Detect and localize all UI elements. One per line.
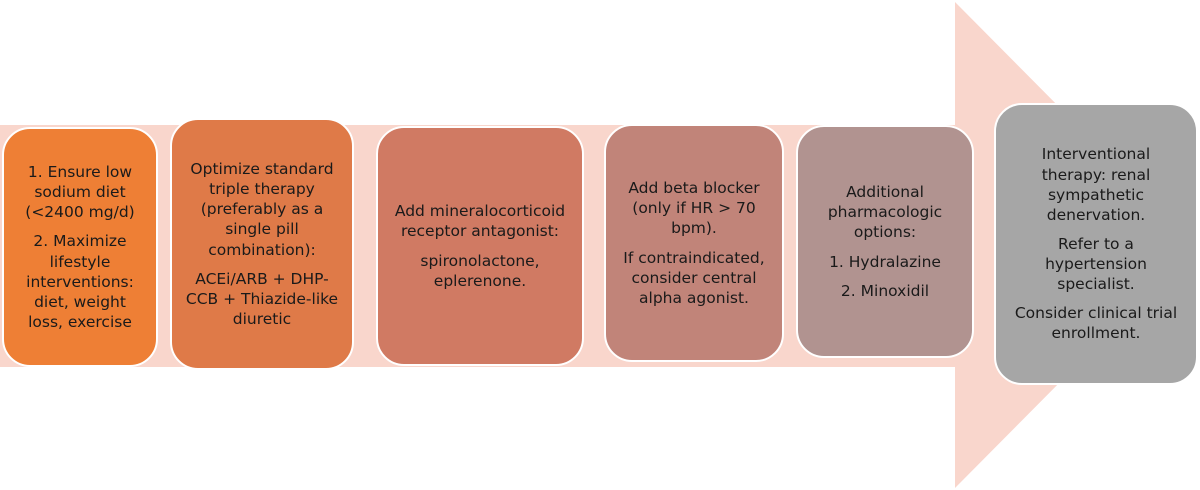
step-3-mra: Add mineralocorticoid receptor antagonis… (376, 126, 584, 366)
step-4-beta-blocker: Add beta blocker (only if HR > 70 bpm). … (604, 124, 784, 362)
step-2-triple-therapy: Optimize standard triple therapy (prefer… (170, 118, 354, 370)
step-1-text-1: 1. Ensure low sodium diet (<2400 mg/d) (25, 162, 135, 222)
step-4-text-1: Add beta blocker (only if HR > 70 bpm). (628, 179, 760, 238)
step-5-text-2: 1. Hydralazine (829, 252, 941, 271)
step-2-text-2: ACEi/ARB + DHP-CCB + Thiazide-like diure… (185, 269, 339, 328)
step-6-text-1: Interventional therapy: renal sympatheti… (1041, 145, 1151, 224)
step-4-text-2: If contraindicated, consider central alp… (623, 248, 765, 307)
step-1-text-2: 2. Maximize lifestyle interventions: die… (26, 232, 134, 331)
step-1-lifestyle: 1. Ensure low sodium diet (<2400 mg/d) 2… (2, 127, 158, 367)
step-6-interventional: Interventional therapy: renal sympatheti… (994, 103, 1198, 385)
step-2-text-1: Optimize standard triple therapy (prefer… (190, 159, 334, 259)
step-5-text-3: 2. Minoxidil (840, 281, 930, 300)
step-5-text-1: Additional pharmacologic options: (827, 183, 943, 242)
step-3-text-2: spironolactone, eplerenone. (420, 251, 540, 290)
step-6-text-2: Refer to a hypertension specialist. (1045, 234, 1147, 294)
step-5-additional-options: Additional pharmacologic options: 1. Hyd… (796, 125, 974, 358)
step-3-text-1: Add mineralocorticoid receptor antagonis… (394, 202, 566, 241)
step-6-text-3: Consider clinical trial enrollment. (1014, 304, 1178, 343)
